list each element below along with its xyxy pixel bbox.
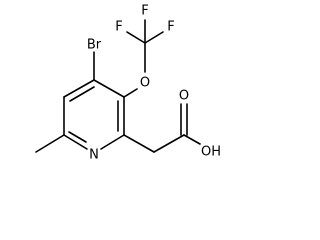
atom-f-right: F <box>167 20 174 35</box>
structure-diagram: Br O F F F N O OH <box>35 4 221 163</box>
bond-c3-o <box>123 88 138 98</box>
bond-c-oh <box>183 134 201 145</box>
atom-labels: Br O F F F N O OH <box>87 4 221 163</box>
atom-o-ether: O <box>140 76 150 91</box>
bond-n-c6 <box>63 134 88 150</box>
atom-f-left: F <box>115 20 122 35</box>
atom-f-top: F <box>141 4 148 19</box>
bonds <box>35 19 201 153</box>
bond-cf3-f-left <box>126 31 146 44</box>
atom-o-carbonyl: O <box>179 89 189 104</box>
bond-c2-n <box>100 134 125 150</box>
bond-c2-ch2 <box>123 134 155 153</box>
bond-n-c6-inner <box>68 131 87 143</box>
bond-c5-c4-inner <box>69 86 95 102</box>
atom-n-ring: N <box>89 148 99 163</box>
bond-c4-c3 <box>93 79 125 98</box>
molecule-drawing: Br O F F F N O OH <box>35 4 221 163</box>
bond-c5-c4 <box>63 79 95 98</box>
bond-cf3-f-right <box>144 31 164 44</box>
atom-br: Br <box>87 38 102 53</box>
bond-c6-methyl <box>35 134 65 153</box>
atom-oh: OH <box>201 145 221 160</box>
bond-ch2-cooh <box>153 134 185 153</box>
